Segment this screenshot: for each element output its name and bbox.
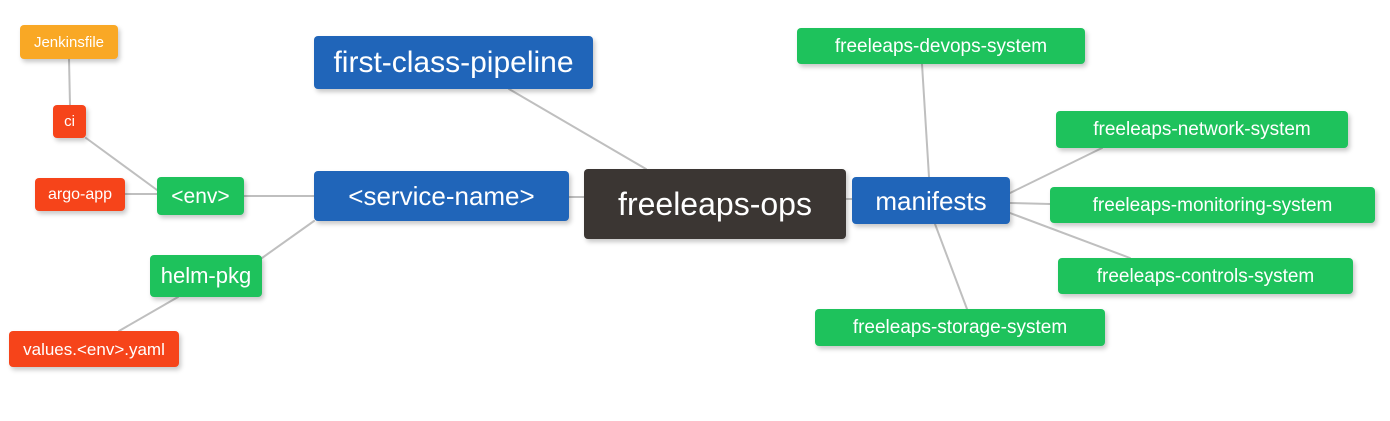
node-label-freeleaps-ops: freeleaps-ops: [618, 186, 812, 222]
node-freeleaps-ops[interactable]: freeleaps-ops: [584, 169, 846, 239]
node-values-yaml[interactable]: values.<env>.yaml: [9, 331, 179, 367]
node-label-freeleaps-network-system: freeleaps-network-system: [1093, 119, 1311, 140]
edge-first-class-pipeline-to-freeleaps-ops: [508, 88, 647, 170]
node-label-helm-pkg: helm-pkg: [160, 263, 252, 288]
edge-manifests-to-freeleaps-devops-system: [921, 63, 930, 178]
node-first-class-pipeline[interactable]: first-class-pipeline: [314, 36, 593, 89]
node-service-name[interactable]: <service-name>: [314, 171, 569, 221]
node-freeleaps-network-system[interactable]: freeleaps-network-system: [1056, 111, 1348, 148]
node-label-env: <env>: [171, 184, 230, 208]
node-manifests[interactable]: manifests: [852, 177, 1010, 224]
node-label-ci: ci: [64, 113, 75, 130]
node-label-freeleaps-storage-system: freeleaps-storage-system: [852, 317, 1068, 338]
node-label-argo-app: argo-app: [47, 185, 113, 203]
edge-jenkinsfile-to-ci: [68, 58, 71, 106]
node-label-first-class-pipeline: first-class-pipeline: [333, 45, 574, 79]
node-freeleaps-devops-system[interactable]: freeleaps-devops-system: [797, 28, 1085, 64]
edge-helm-pkg-to-service-name: [261, 220, 315, 259]
node-env[interactable]: <env>: [157, 177, 244, 215]
node-label-freeleaps-controls-system: freeleaps-controls-system: [1096, 265, 1315, 287]
node-label-jenkinsfile: Jenkinsfile: [33, 33, 105, 51]
node-label-values-yaml: values.<env>.yaml: [23, 339, 165, 359]
node-label-freeleaps-monitoring-system: freeleaps-monitoring-system: [1092, 194, 1333, 216]
node-helm-pkg[interactable]: helm-pkg: [150, 255, 262, 297]
node-freeleaps-monitoring-system[interactable]: freeleaps-monitoring-system: [1050, 187, 1375, 223]
edge-manifests-to-freeleaps-monitoring-system: [1009, 202, 1051, 205]
node-ci[interactable]: ci: [53, 105, 86, 138]
node-label-service-name: <service-name>: [348, 181, 535, 211]
edge-manifests-to-freeleaps-storage-system: [934, 223, 968, 310]
node-argo-app[interactable]: argo-app: [35, 178, 125, 211]
node-jenkinsfile[interactable]: Jenkinsfile: [20, 25, 118, 59]
node-label-manifests: manifests: [875, 185, 987, 216]
node-freeleaps-storage-system[interactable]: freeleaps-storage-system: [815, 309, 1105, 346]
edge-values-yaml-to-helm-pkg: [118, 296, 179, 332]
node-label-freeleaps-devops-system: freeleaps-devops-system: [834, 35, 1048, 57]
node-freeleaps-controls-system[interactable]: freeleaps-controls-system: [1058, 258, 1353, 294]
